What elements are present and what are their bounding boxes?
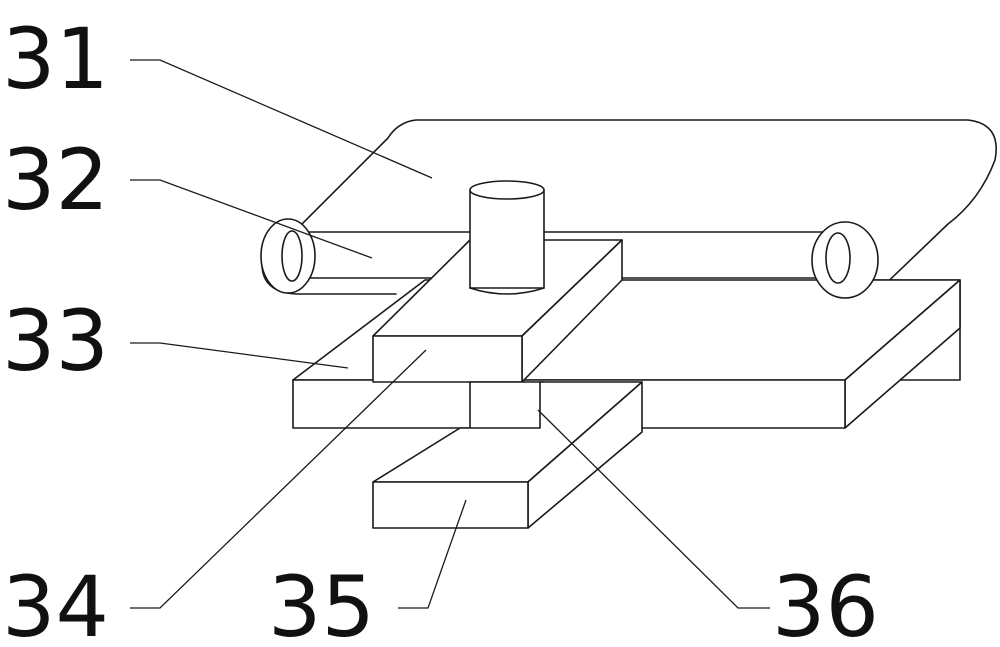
shaft-upper: [469, 189, 545, 289]
callout-31: 31: [2, 10, 109, 108]
base-35-front: [372, 481, 529, 529]
leader-33: [130, 342, 349, 369]
leader-31: [130, 59, 433, 179]
leader-35: [398, 499, 467, 609]
roller-right-face: [825, 232, 851, 284]
callout-34: 34: [2, 558, 109, 647]
shaft-top-cap: [469, 180, 545, 200]
shaft-lower: [469, 381, 545, 435]
roller-left-face: [281, 230, 303, 282]
leader-32: [130, 179, 373, 259]
callout-36: 36: [772, 558, 879, 647]
leader-36: [537, 409, 770, 609]
leader-lines: [130, 59, 770, 609]
slider-34-front: [372, 335, 523, 383]
leader-34: [130, 349, 427, 609]
callout-labels: 31 32 33 34 35 36: [2, 10, 879, 647]
part-35-base: [372, 381, 643, 529]
callout-32: 32: [2, 131, 109, 229]
callout-33: 33: [2, 292, 109, 390]
callout-35: 35: [268, 558, 375, 647]
